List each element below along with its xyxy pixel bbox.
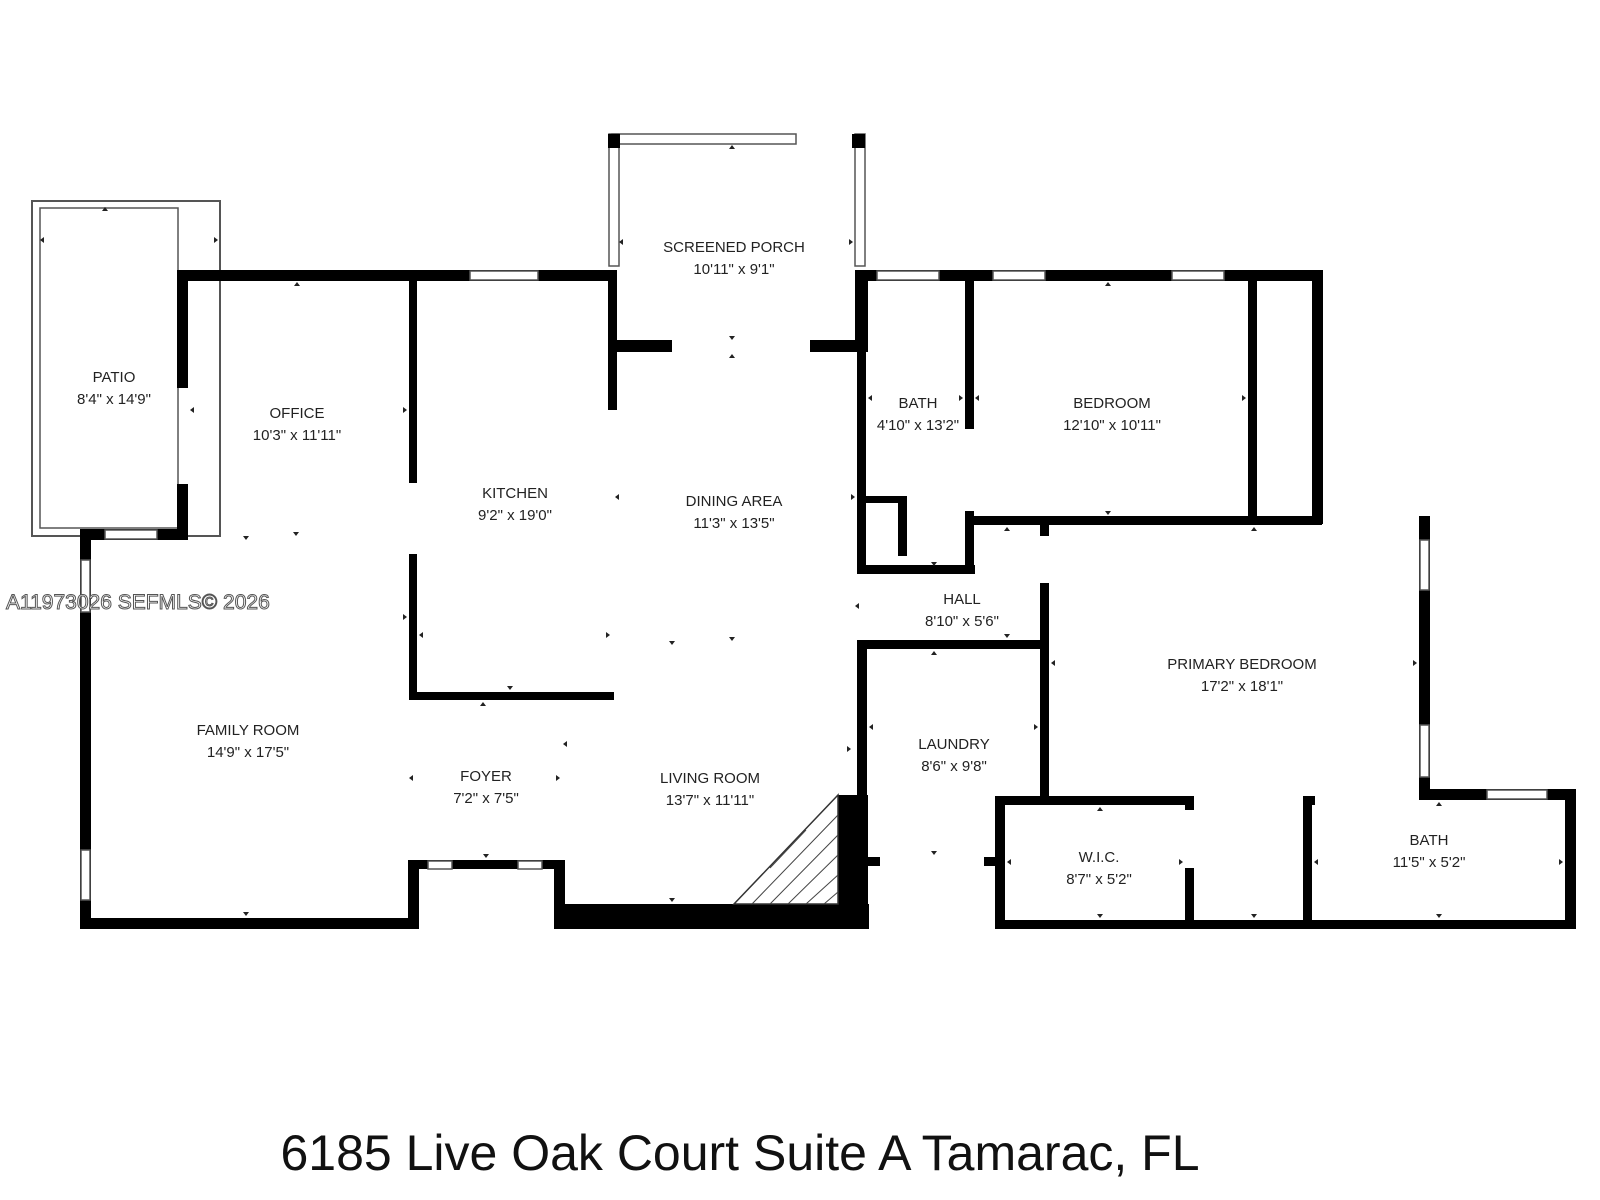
room-name: FAMILY ROOM: [197, 722, 300, 739]
room-label-patio: PATIO 8'4" x 14'9": [77, 369, 151, 408]
room-dimensions: 11'5" x 5'2": [1393, 854, 1466, 871]
room-name: BEDROOM: [1073, 395, 1151, 412]
room-dimensions: 13'7" x 11'11": [666, 792, 754, 809]
room-name: BATH: [899, 395, 938, 412]
room-dimensions: 8'7" x 5'2": [1066, 871, 1132, 888]
room-dimensions: 10'3" x 11'11": [253, 427, 341, 444]
room-dimensions: 12'10" x 10'11": [1063, 417, 1161, 434]
property-address: 6185 Live Oak Court Suite A Tamarac, FL: [280, 1125, 1199, 1181]
room-label-bath-1: BATH 4'10" x 13'2": [877, 395, 959, 434]
room-name: OFFICE: [270, 405, 325, 422]
walls: [80, 270, 1576, 929]
room-dimensions: 10'11" x 9'1": [693, 261, 774, 278]
room-label-hall: HALL 8'10" x 5'6": [925, 591, 999, 630]
screened-porch-outline: [608, 133, 866, 267]
room-label-office: OFFICE 10'3" x 11'11": [253, 405, 341, 444]
room-name: KITCHEN: [482, 485, 548, 502]
fireplace-hatch: [732, 793, 839, 905]
room-name: HALL: [943, 591, 981, 608]
room-dimensions: 8'10" x 5'6": [925, 613, 999, 630]
room-dimensions: 7'2" x 7'5": [453, 790, 519, 807]
room-dimensions: 11'3" x 13'5": [693, 515, 774, 532]
dimension-ticks: [40, 145, 1563, 918]
room-name: BATH: [1410, 832, 1449, 849]
mls-watermark: A11973026 SEFMLS© 2026: [6, 591, 270, 614]
room-label-family-room: FAMILY ROOM 14'9" x 17'5": [197, 722, 300, 761]
room-dimensions: 4'10" x 13'2": [877, 417, 959, 434]
room-dimensions: 8'4" x 14'9": [77, 391, 151, 408]
room-label-primary-bedroom: PRIMARY BEDROOM 17'2" x 18'1": [1167, 656, 1316, 695]
room-name: FOYER: [460, 768, 512, 785]
windows: [80, 270, 1548, 901]
room-name: PATIO: [93, 369, 136, 386]
room-label-kitchen: KITCHEN 9'2" x 19'0": [478, 485, 552, 524]
room-dimensions: 8'6" x 9'8": [921, 758, 987, 775]
room-name: W.I.C.: [1079, 849, 1120, 866]
room-dimensions: 9'2" x 19'0": [478, 507, 552, 524]
room-name: DINING AREA: [686, 493, 783, 510]
room-label-bedroom: BEDROOM 12'10" x 10'11": [1063, 395, 1161, 434]
room-dimensions: 14'9" x 17'5": [207, 744, 289, 761]
room-label-screened-porch: SCREENED PORCH 10'11" x 9'1": [663, 239, 805, 278]
room-label-laundry: LAUNDRY 8'6" x 9'8": [918, 736, 989, 775]
room-label-wic: W.I.C. 8'7" x 5'2": [1066, 849, 1132, 888]
room-name: PRIMARY BEDROOM: [1167, 656, 1316, 673]
room-name: SCREENED PORCH: [663, 239, 805, 256]
room-label-dining-area: DINING AREA 11'3" x 13'5": [686, 493, 783, 532]
room-label-bath-2: BATH 11'5" x 5'2": [1393, 832, 1466, 871]
room-label-foyer: FOYER 7'2" x 7'5": [453, 768, 519, 807]
room-name: LIVING ROOM: [660, 770, 760, 787]
room-label-living-room: LIVING ROOM 13'7" x 11'11": [660, 770, 760, 809]
room-name: LAUNDRY: [918, 736, 989, 753]
room-dimensions: 17'2" x 18'1": [1201, 678, 1283, 695]
